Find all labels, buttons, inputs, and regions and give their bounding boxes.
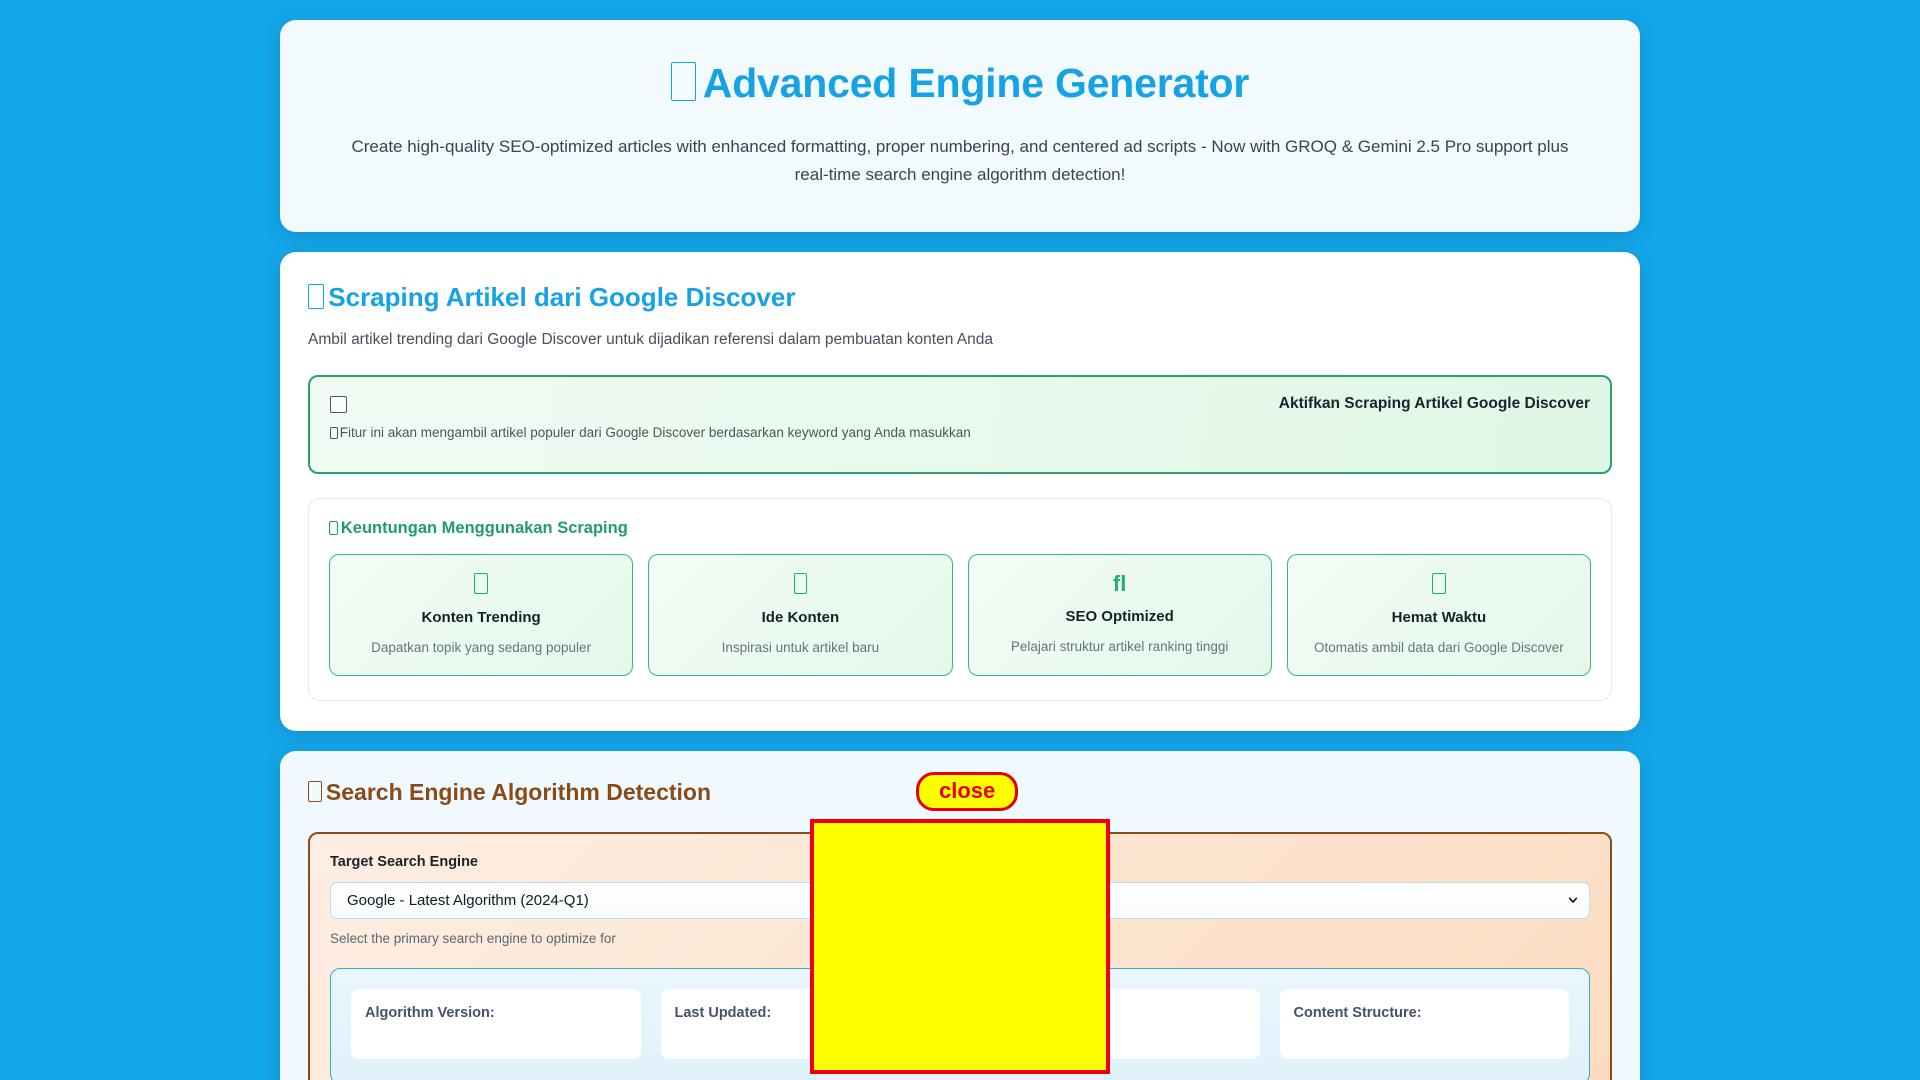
bulb-icon-glyph xyxy=(793,573,808,595)
enable-scraping-checkbox[interactable] xyxy=(330,396,347,414)
yellow-overlay-box xyxy=(810,819,1110,1074)
scraping-section-title: Scraping Artikel dari Google Discover xyxy=(308,282,1612,313)
fire-icon-glyph xyxy=(474,573,488,595)
info-box-content-structure: Content Structure: xyxy=(1279,989,1569,1060)
benefits-panel: Keuntungan Menggunakan Scraping Konten T… xyxy=(308,498,1612,702)
info-icon xyxy=(330,426,338,439)
benefit-desc: Otomatis ambil data dari Google Discover xyxy=(1313,640,1564,656)
benefits-grid: Konten Trending Dapatkan topik yang seda… xyxy=(329,554,1591,677)
benefit-desc: Pelajari struktur artikel ranking tinggi xyxy=(1010,639,1229,655)
info-box-algorithm-version: Algorithm Version: xyxy=(351,989,641,1060)
benefits-title: Keuntungan Menggunakan Scraping xyxy=(329,519,1591,538)
rocket-icon xyxy=(670,62,697,102)
sparkle-icon xyxy=(329,520,339,536)
target-search-engine-help: Select the primary search engine to opti… xyxy=(330,931,616,947)
clock-icon xyxy=(1298,573,1580,596)
clock-icon-glyph xyxy=(1432,573,1446,595)
enable-scraping-label[interactable]: Aktifkan Scraping Artikel Google Discove… xyxy=(1278,395,1590,413)
page-subtitle: Create high-quality SEO-optimized articl… xyxy=(351,137,1569,184)
hero-card: Advanced Engine Generator Create high-qu… xyxy=(280,20,1640,233)
benefit-name: Konten Trending xyxy=(421,609,541,627)
benefit-name: Hemat Waktu xyxy=(1391,609,1487,627)
scraping-description: Ambil artikel trending dari Google Disco… xyxy=(308,331,993,349)
page-title-text: Advanced Engine Generator xyxy=(702,60,1250,106)
page-title: Advanced Engine Generator xyxy=(340,60,1580,107)
benefit-desc: Inspirasi untuk artikel baru xyxy=(721,640,880,656)
scraping-toggle-panel: Aktifkan Scraping Artikel Google Discove… xyxy=(308,375,1612,475)
globe-icon xyxy=(308,284,325,309)
benefit-card-hemat-waktu: Hemat Waktu Otomatis ambil data dari Goo… xyxy=(1286,554,1591,677)
info-key: Last Updated: xyxy=(674,1005,772,1022)
benefit-card-ide-konten: Ide Konten Inspirasi untuk artikel baru xyxy=(648,554,953,677)
scraping-toggle-hint-text: Fitur ini akan mengambil artikel populer… xyxy=(339,425,971,441)
benefit-desc: Dapatkan topik yang sedang populer xyxy=(371,640,592,656)
fire-icon xyxy=(340,573,622,596)
chart-icon: fl xyxy=(1112,571,1127,597)
bulb-icon xyxy=(659,573,941,596)
scraping-toggle-hint: Fitur ini akan mengambil artikel populer… xyxy=(330,425,1590,440)
benefit-card-seo-optimized: fl SEO Optimized Pelajari struktur artik… xyxy=(967,554,1272,677)
close-button[interactable]: close xyxy=(916,772,1019,812)
magnifier-icon xyxy=(308,780,323,803)
benefit-card-konten-trending: Konten Trending Dapatkan topik yang seda… xyxy=(329,554,634,677)
scraping-toggle-row: Aktifkan Scraping Artikel Google Discove… xyxy=(330,395,1590,414)
benefit-name: SEO Optimized xyxy=(1065,608,1174,626)
scraping-section-title-text: Scraping Artikel dari Google Discover xyxy=(328,282,796,313)
algorithm-section-title-text: Search Engine Algorithm Detection xyxy=(325,779,712,806)
target-search-engine-label: Target Search Engine xyxy=(330,854,478,871)
benefit-name: Ide Konten xyxy=(761,609,840,627)
info-key: Algorithm Version: xyxy=(365,1005,495,1022)
benefits-title-text: Keuntungan Menggunakan Scraping xyxy=(340,519,628,538)
algorithm-section-title: Search Engine Algorithm Detection xyxy=(308,779,1612,806)
scraping-card: Scraping Artikel dari Google Discover Am… xyxy=(280,252,1640,732)
info-key: Content Structure: xyxy=(1293,1005,1422,1022)
